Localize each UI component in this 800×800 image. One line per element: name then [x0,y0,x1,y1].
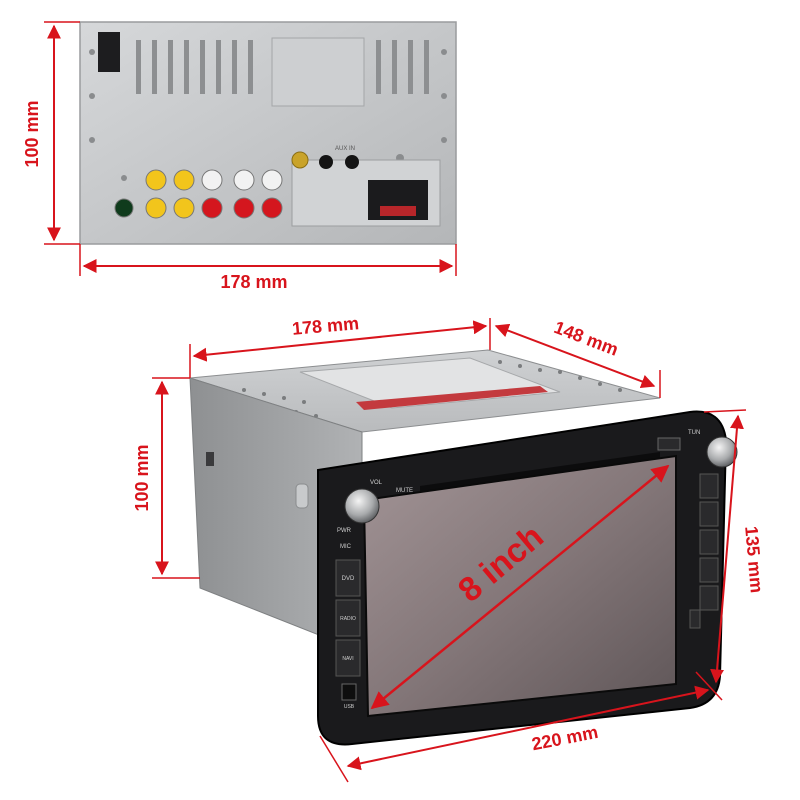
unit-depth-dimension-line [494,323,656,389]
camera-port [319,155,333,169]
face-width-label: 220 mm [530,722,600,754]
radio-label: RADIO [340,616,356,622]
pwr-label: PWR [337,528,352,534]
navi-label: NAVI [342,656,353,662]
unit-perspective-view: VOL MUTE PWR MIC DVD RADIO NAVI USB TUN … [132,313,767,783]
face-height-dimension-line [710,414,744,684]
face-width-dimension-line [346,685,710,771]
face-width-ext-left [319,735,349,783]
mute-label: MUTE [396,488,413,494]
rca-jacks [114,169,283,219]
antenna-port [291,151,309,169]
rear-width-label: 178 mm [220,272,287,292]
vol-label: VOL [370,480,383,486]
rear-black-tab [98,32,120,72]
rear-panel-view: AUX IN 100 mm 178 mm [22,21,457,292]
rear-center-plate [271,37,365,107]
tune-knob-icon [706,436,738,468]
usb-label: USB [344,704,355,710]
rear-vent-slots [136,40,429,94]
aux-label: AUX IN [335,146,355,152]
side-bracket [295,483,309,509]
mic-label: MIC [340,544,352,550]
volume-knob-icon [344,488,380,524]
unit-depth-label: 148 mm [551,317,621,360]
tv-port [345,155,359,169]
unit-width-dimension-line [192,320,488,362]
side-slot [206,452,214,466]
face-height-label: 135 mm [741,525,767,594]
unit-width-label: 178 mm [291,313,360,339]
tun-label: TUN [688,430,700,436]
dvd-label: DVD [342,576,355,582]
rear-height-label: 100 mm [22,100,42,167]
face-height-ext-top [703,409,747,413]
unit-height-label: 100 mm [132,444,152,511]
screen-diagonal-arrow [370,464,670,710]
eject-button [657,437,681,451]
